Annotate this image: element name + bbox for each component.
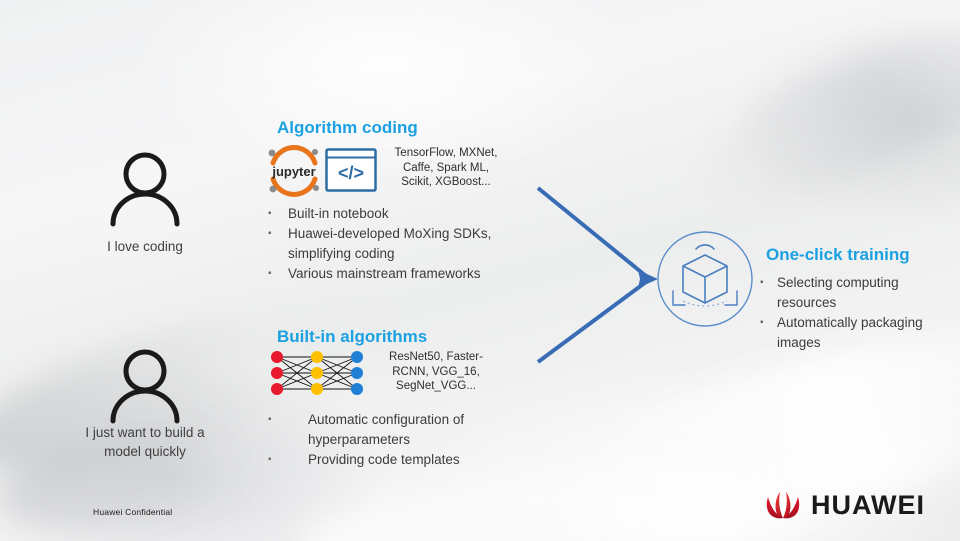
bullet-text: Various mainstream frameworks — [288, 266, 481, 281]
bullet-square-icon: ▪ — [760, 277, 764, 288]
persona-coding-icon — [105, 148, 185, 228]
bullet-square-icon: ▪ — [268, 414, 272, 425]
jupyter-logo-icon: jupyter — [263, 145, 325, 197]
svg-text:</>: </> — [338, 163, 364, 183]
bullets-algorithm-coding: ▪ Built-in notebook ▪ Huawei-developed M… — [268, 204, 554, 284]
background-wisp — [681, 0, 960, 230]
huawei-logo: HUAWEI — [763, 489, 925, 521]
bullet-item: ▪ Selecting computing resources — [760, 273, 956, 313]
bullet-square-icon: ▪ — [760, 317, 764, 328]
caption-frameworks: TensorFlow, MXNet, Caffe, Spark ML, Scik… — [394, 147, 498, 188]
svg-text:jupyter: jupyter — [271, 164, 315, 179]
bullet-square-icon: ▪ — [268, 228, 272, 239]
bullet-text: Automatic configuration of hyperparamete… — [308, 412, 465, 447]
bullet-item: ▪ Providing code templates — [268, 450, 558, 470]
neural-network-icon — [267, 348, 367, 398]
bullet-item: ▪ Huawei-developed MoXing SDKs, simplify… — [268, 224, 554, 264]
converging-arrow-icon — [506, 184, 666, 384]
confidential-notice: Huawei Confidential — [93, 507, 173, 517]
bullet-item: ▪ Automatically packaging images — [760, 313, 956, 353]
bullet-square-icon: ▪ — [268, 454, 272, 465]
heading-algorithm-coding: Algorithm coding — [277, 118, 418, 137]
bullet-square-icon: ▪ — [268, 268, 272, 279]
bullet-item: ▪ Various mainstream frameworks — [268, 264, 554, 284]
persona-model-label: I just want to build a model quickly — [85, 425, 205, 459]
persona-model-icon — [105, 345, 185, 425]
bullet-text: Providing code templates — [308, 452, 460, 467]
huawei-flower-logo-icon — [763, 489, 803, 521]
bullet-text: Selecting computing resources — [777, 275, 899, 310]
bullet-item: ▪ Built-in notebook — [268, 204, 554, 224]
heading-built-in-algorithms: Built-in algorithms — [277, 327, 428, 346]
bullets-built-in-algorithms: ▪ Automatic configuration of hyperparame… — [268, 410, 558, 470]
cube-circle-icon — [655, 229, 755, 329]
bullet-square-icon: ▪ — [268, 208, 272, 219]
bullets-one-click-training: ▪ Selecting computing resources ▪ Automa… — [760, 273, 956, 353]
bullet-item: ▪ Automatic configuration of hyperparame… — [268, 410, 558, 450]
huawei-wordmark: HUAWEI — [811, 489, 925, 520]
bullet-text: Huawei-developed MoXing SDKs, simplifyin… — [288, 226, 492, 261]
bullet-text: Automatically packaging images — [777, 315, 923, 350]
persona-coding-label: I love coding — [107, 239, 183, 254]
heading-one-click-training: One-click training — [766, 245, 910, 264]
caption-models: ResNet50, Faster- RCNN, VGG_16, SegNet_V… — [389, 351, 483, 392]
code-window-icon: </> — [325, 148, 377, 192]
bullet-text: Built-in notebook — [288, 206, 389, 221]
